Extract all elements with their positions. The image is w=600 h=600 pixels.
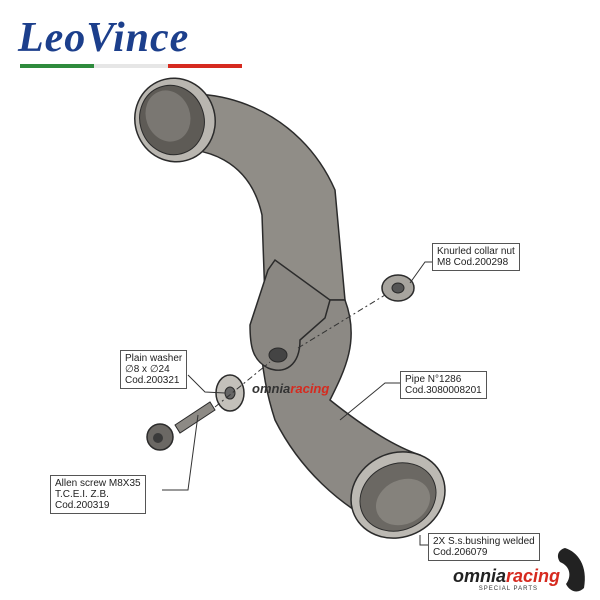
callout-plain-washer: Plain washer ∅8 x ∅24 Cod.200321 (120, 350, 188, 389)
callout-washer-line1: Plain washer (125, 353, 183, 364)
bushing-leader-line (419, 535, 430, 546)
watermark-part1: omnia (252, 381, 291, 396)
callout-nut-line1: Knurled collar nut (437, 246, 515, 257)
callout-washer-line3: Cod.200321 (125, 375, 180, 386)
callout-bushing-line1: 2X S.s.bushing welded (433, 536, 535, 547)
callout-nut-line2: M8 Cod.200298 (437, 257, 509, 268)
nut-assembly-line (297, 294, 386, 349)
nut-hole (391, 282, 405, 294)
footer-brand-part1: omnia (452, 566, 506, 586)
watermark-part2: racing (290, 381, 330, 396)
callout-pipe: Pipe N°1286 Cod.3080008201 (400, 371, 487, 399)
allen-screw-shank (174, 401, 216, 434)
footer-tagline: SPECIAL PARTS (478, 586, 538, 592)
watermark-brand: omniaracing (252, 381, 329, 396)
bracket-hole (268, 347, 288, 363)
outlet-inner-shade (375, 478, 431, 526)
omniaracing-logo: omniaracing (453, 566, 560, 587)
callout-screw-line2: T.C.E.I. Z.B. (55, 489, 109, 500)
screw-leader-line (162, 414, 199, 491)
screw-assembly-line (214, 361, 271, 408)
callout-washer-line2: ∅8 x ∅24 (125, 364, 170, 375)
washer-leader-line (187, 374, 226, 394)
nut-leader-line (409, 261, 432, 284)
callout-screw-line1: Allen screw M8X35 (55, 478, 141, 489)
callout-pipe-line2: Cod.3080008201 (405, 385, 482, 396)
callout-allen-screw: Allen screw M8X35 T.C.E.I. Z.B. Cod.2003… (50, 475, 146, 514)
allen-screw-socket (153, 433, 163, 443)
logo-stripe-white (94, 64, 168, 68)
logo-stripe-red (168, 64, 242, 68)
callout-screw-line3: Cod.200319 (55, 500, 110, 511)
inlet-inner-shade (145, 90, 191, 142)
leovince-logo: LeoVince (18, 15, 190, 61)
logo-stripe-green (20, 64, 94, 68)
callout-pipe-line1: Pipe N°1286 (405, 374, 462, 385)
callout-knurled-nut: Knurled collar nut M8 Cod.200298 (432, 243, 520, 271)
callout-bushing-line2: Cod.206079 (433, 547, 488, 558)
pipe-leader-line (339, 382, 400, 421)
footer-brand-part2: racing (505, 566, 560, 586)
mounting-bracket (249, 258, 331, 371)
callout-bushing: 2X S.s.bushing welded Cod.206079 (428, 533, 540, 561)
